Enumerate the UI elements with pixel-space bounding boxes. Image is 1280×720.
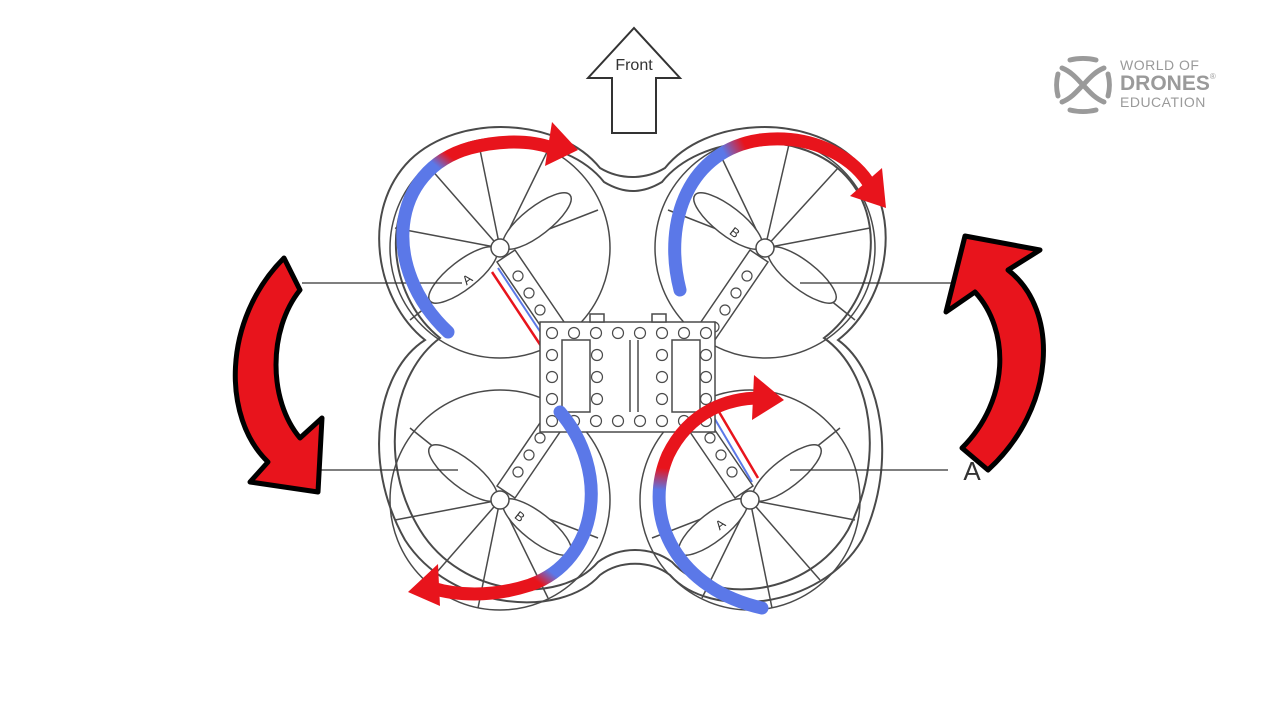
logo-line-1: WORLD OF <box>1120 57 1200 73</box>
body-hole <box>655 348 669 362</box>
front-label: Front <box>615 57 653 74</box>
body-hole <box>567 326 581 340</box>
body-hole <box>655 414 669 428</box>
body-hole <box>589 326 603 340</box>
body-hole <box>655 326 669 340</box>
callout-lines <box>300 282 952 471</box>
rotor-top-left <box>389 137 611 359</box>
body-hole <box>590 348 604 362</box>
body-hole <box>589 414 603 428</box>
body-hole <box>545 326 559 340</box>
rotation-arrow-top-left <box>396 122 578 339</box>
body-hole <box>590 370 604 384</box>
rotor-bottom-right <box>639 389 861 611</box>
body-hole <box>611 326 625 340</box>
rotor-top-right <box>654 137 876 359</box>
body-hole <box>699 392 713 406</box>
drone-x-logo-icon <box>1054 56 1112 114</box>
body-hole <box>545 392 559 406</box>
body-hole <box>699 370 713 384</box>
body-hole <box>611 414 625 428</box>
body-hole <box>545 370 559 384</box>
logo-brand: DRONES <box>1120 72 1210 95</box>
body-hole <box>699 348 713 362</box>
body-hole <box>699 326 713 340</box>
logo-line-2: DRONES® <box>1120 72 1216 95</box>
body-hole <box>655 392 669 406</box>
body-hole <box>545 348 559 362</box>
body-hole <box>655 370 669 384</box>
yaw-arrow-right <box>943 233 1046 473</box>
rotation-arrow-top-right <box>668 132 886 297</box>
body-hole <box>590 392 604 406</box>
body-hole <box>633 414 647 428</box>
front-arrow: Front <box>585 26 683 134</box>
logo-line-3: EDUCATION <box>1120 94 1206 110</box>
yaw-arrow-left <box>232 255 325 495</box>
body-hole <box>677 326 691 340</box>
body-hole <box>545 414 559 428</box>
rotation-arrow-bottom-right <box>652 375 784 615</box>
registered-mark: ® <box>1209 72 1216 81</box>
body-hole <box>633 326 647 340</box>
world-of-drones-logo: WORLD OF DRONES® EDUCATION <box>1052 54 1242 118</box>
rotation-arrow-bottom-left <box>408 405 598 606</box>
